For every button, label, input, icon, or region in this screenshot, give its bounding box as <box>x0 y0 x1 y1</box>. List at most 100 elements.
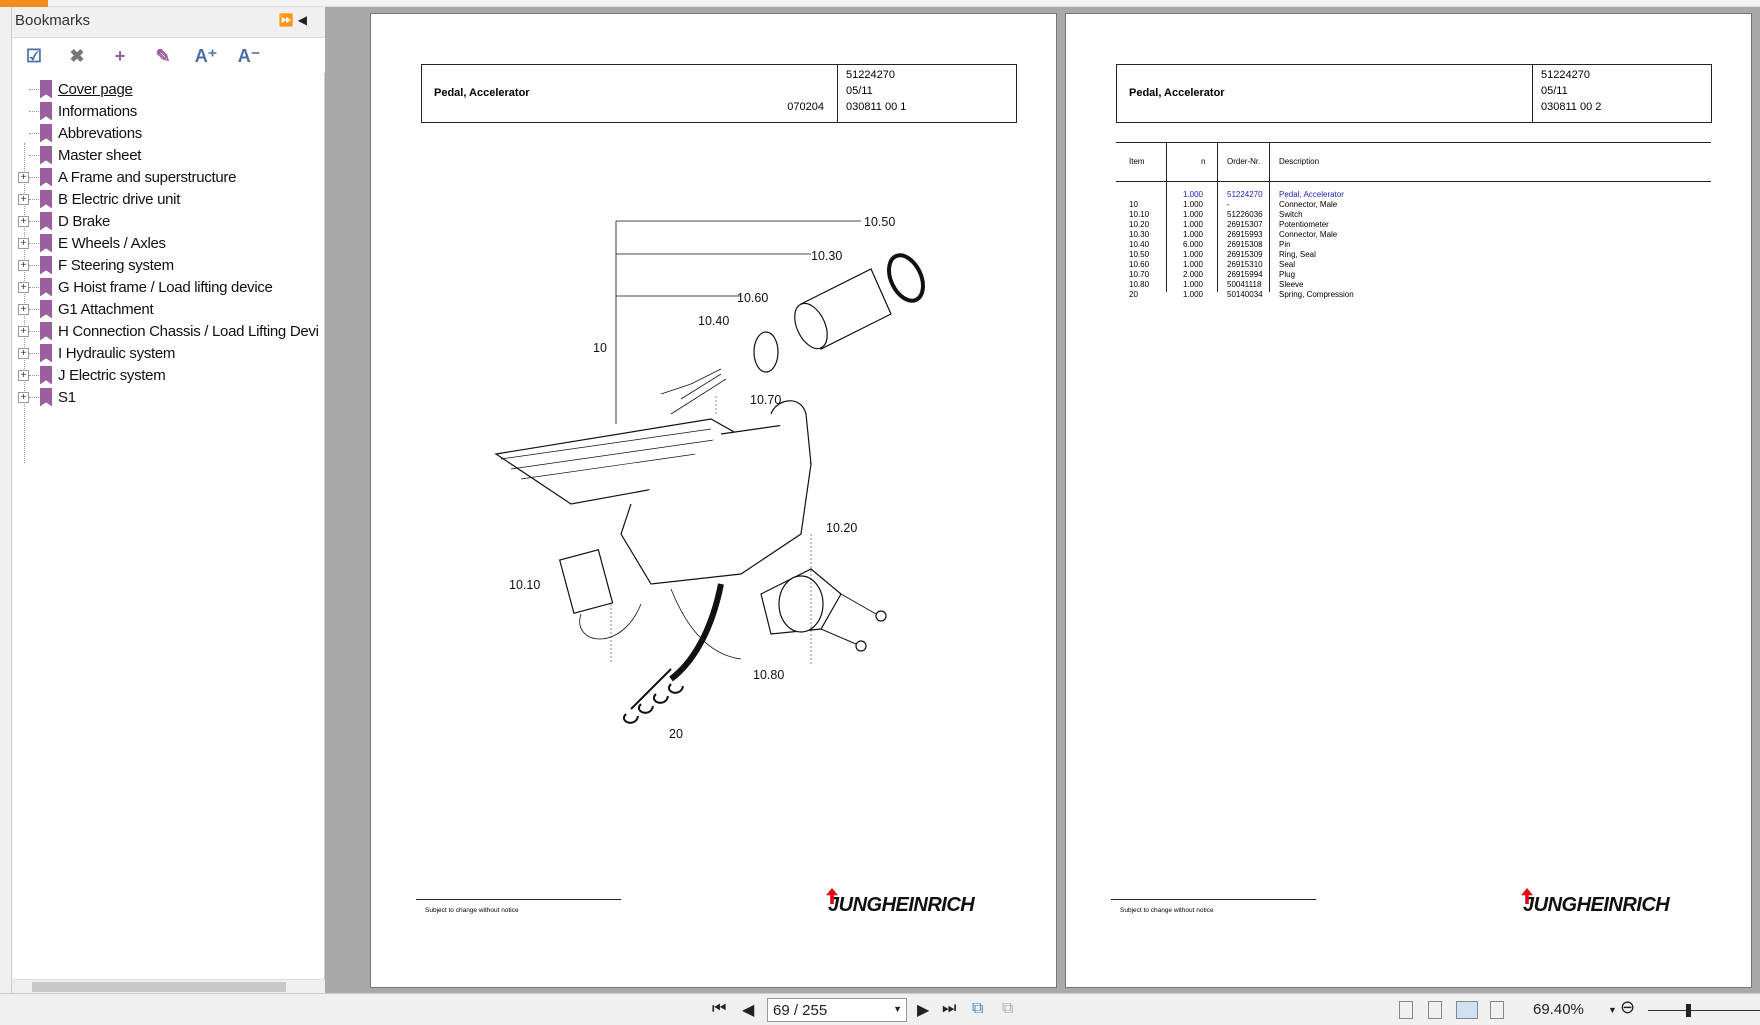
previous-view-icon[interactable]: ⧉ <box>972 1000 984 1017</box>
expand-icon[interactable]: + <box>18 325 29 337</box>
callout-10-80: 10.80 <box>753 668 784 682</box>
next-view-icon[interactable]: ⧉ <box>1002 1000 1014 1017</box>
continuous-facing-view-icon[interactable] <box>1490 1001 1504 1019</box>
cell: 1.000 <box>1182 200 1203 209</box>
callout-20: 20 <box>669 727 683 741</box>
part-number: 51224270 <box>1541 69 1590 81</box>
cell: 10.50 <box>1129 250 1150 259</box>
cell: 1.000 <box>1182 190 1203 199</box>
expand-icon[interactable]: + <box>18 281 29 293</box>
expand-icon[interactable]: + <box>18 193 29 205</box>
cell: 26915307 <box>1227 220 1263 229</box>
first-page-icon[interactable]: ⏮ <box>712 1000 727 1017</box>
panel-title: Bookmarks <box>15 12 91 29</box>
part-number: 51224270 <box>846 69 895 81</box>
add-bookmark-icon[interactable]: + <box>114 45 126 66</box>
continuous-view-icon[interactable] <box>1428 1001 1442 1019</box>
last-page-icon[interactable]: ⏭ <box>942 1000 957 1017</box>
cell: 1.000 <box>1182 230 1203 239</box>
callout-10-20: 10.20 <box>826 521 857 535</box>
bookmark-icon <box>40 145 52 165</box>
cell: 1.000 <box>1182 280 1203 289</box>
expand-icon[interactable]: + <box>18 215 29 227</box>
expand-all-icon[interactable]: ☑ <box>25 45 43 66</box>
callout-10-40: 10.40 <box>698 314 729 328</box>
cell: 51226036 <box>1227 210 1263 219</box>
cell: 51224270 <box>1227 190 1263 199</box>
cell: 2.000 <box>1182 270 1203 279</box>
bookmark-icon <box>40 211 52 231</box>
bookmark-icon <box>40 387 52 407</box>
page-right: Pedal, Accelerator 51224270 05/11 030811… <box>1065 13 1752 988</box>
header-order-nr: Order-Nr. <box>1227 157 1261 166</box>
expand-icon[interactable]: + <box>18 259 29 271</box>
jungheinrich-logo: JUNGHEINRICH <box>826 888 975 917</box>
cell: 50041118 <box>1227 280 1262 289</box>
horizontal-scrollbar[interactable] <box>12 979 325 993</box>
expand-icon[interactable]: + <box>18 369 29 381</box>
zoom-out-icon[interactable]: ⊖ <box>1620 997 1636 1017</box>
font-increase-icon[interactable]: A⁺ <box>194 45 218 66</box>
file-tab[interactable] <box>0 0 48 7</box>
bookmark-icon <box>40 189 52 209</box>
bookmark-icon <box>40 233 52 253</box>
cell: 1.000 <box>1182 290 1203 299</box>
bookmark-label: F Steering system <box>58 256 174 274</box>
font-decrease-icon[interactable]: A⁻ <box>237 45 261 66</box>
cell: Connector, Male <box>1279 200 1338 209</box>
bookmark-icon <box>40 101 52 121</box>
zoom-level[interactable]: 69.40% <box>1533 1001 1584 1018</box>
navigation-bar: ⏮ ◀ 69 / 255▼ ▶ ⏭ ⧉ ⧉ 69.40% ▼ ⊖ <box>0 993 1760 1025</box>
part-title: Pedal, Accelerator <box>434 87 530 99</box>
bookmark-label: D Brake <box>58 212 111 230</box>
table-header: Item n Order-Nr. Description <box>1116 142 1711 182</box>
delete-bookmark-icon[interactable]: ✖ <box>69 45 85 66</box>
cell: 10.60 <box>1129 260 1150 269</box>
cell: Spring, Compression <box>1279 290 1354 299</box>
bookmark-label: A Frame and superstructure <box>58 168 237 186</box>
callout-10-30: 10.30 <box>811 249 842 263</box>
jungheinrich-logo: JUNGHEINRICH <box>1521 888 1670 917</box>
cell: 50140034 <box>1227 290 1263 299</box>
edit-bookmark-icon[interactable]: ✎ <box>155 45 171 66</box>
cell: 1.000 <box>1182 250 1203 259</box>
bookmark-toolbar: ☑ ✖ + ✎ A⁺ A⁻ <box>12 37 325 73</box>
cell: 10 <box>1129 200 1138 209</box>
title-block: Pedal, Accelerator 51224270 05/11 030811… <box>1116 64 1712 123</box>
facing-view-icon[interactable] <box>1456 1001 1478 1019</box>
panel-controls[interactable]: ⏩◀ <box>278 13 311 27</box>
header-description: Description <box>1279 157 1320 166</box>
expand-icon[interactable]: + <box>18 303 29 315</box>
cell: 1.000 <box>1182 260 1203 269</box>
cell: 1.000 <box>1182 210 1203 219</box>
cell: 26915994 <box>1227 270 1263 279</box>
zoom-dropdown-icon[interactable]: ▼ <box>1608 1005 1617 1015</box>
page-number-input[interactable]: 69 / 255▼ <box>767 998 907 1022</box>
cell: 26915309 <box>1227 250 1263 259</box>
previous-page-icon[interactable]: ◀ <box>742 1002 755 1019</box>
bookmark-icon <box>40 277 52 297</box>
expand-icon[interactable]: + <box>18 171 29 183</box>
cell: Pin <box>1279 240 1291 249</box>
cell: Connector, Male <box>1279 230 1338 239</box>
expand-icon[interactable]: + <box>18 237 29 249</box>
zoom-slider[interactable] <box>1648 1004 1760 1017</box>
single-page-view-icon[interactable] <box>1399 1001 1413 1019</box>
bookmark-icon <box>40 123 52 143</box>
date: 05/11 <box>1541 85 1568 97</box>
expand-icon[interactable]: + <box>18 391 29 403</box>
title-block: Pedal, Accelerator 070204 51224270 05/11… <box>421 64 1017 123</box>
expand-icon[interactable]: + <box>18 347 29 359</box>
next-page-icon[interactable]: ▶ <box>917 1002 930 1019</box>
cell: Potentiometer <box>1279 220 1329 229</box>
bookmark-label: I Hydraulic system <box>58 344 176 362</box>
